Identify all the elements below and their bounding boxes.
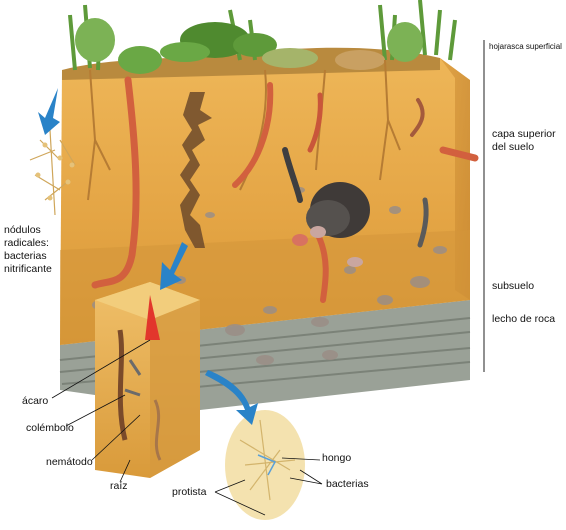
label-lecho-roca: lecho de roca <box>492 313 555 326</box>
label-hojarasca: hojarasca superficial <box>489 42 562 52</box>
label-nematodo: nemátodo <box>46 456 93 469</box>
label-nodulos-line4: nitrificante <box>4 263 84 276</box>
label-bacterias: bacterias <box>326 478 369 491</box>
label-protista: protista <box>172 486 206 499</box>
label-capa-line2: del suelo <box>492 141 556 154</box>
label-hongo: hongo <box>322 452 351 465</box>
label-capa-line1: capa superior <box>492 128 556 141</box>
label-raiz: raíz <box>110 480 128 493</box>
label-subsuelo: subsuelo <box>492 280 534 293</box>
label-nodulos-line1: nódulos <box>4 224 84 237</box>
arrow-left-icon <box>38 88 60 135</box>
micro-view <box>225 410 305 520</box>
label-acaro: ácaro <box>22 395 48 408</box>
label-nodulos-line3: bacterias <box>4 250 84 263</box>
surface-vegetation <box>62 0 455 80</box>
label-nodulos-line2: radicales: <box>4 237 84 250</box>
label-colembolo: colémbolo <box>26 422 74 435</box>
label-root-nodules: nódulos radicales: bacterias nitrificant… <box>4 224 84 276</box>
cutaway-block <box>95 282 200 478</box>
label-capa-superior: capa superior del suelo <box>492 128 556 154</box>
